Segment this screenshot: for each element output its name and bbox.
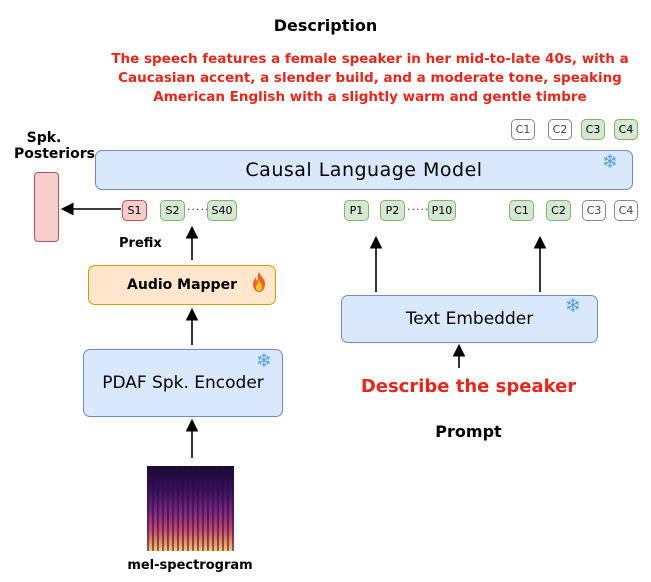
caption-token-c3: C3 xyxy=(582,200,606,221)
prompt-token-p10: P10 xyxy=(428,200,456,221)
text-embedder-label: Text Embedder xyxy=(405,309,534,329)
speaker-token-s1: S1 xyxy=(122,200,147,221)
output-token-c4: C4 xyxy=(614,119,638,140)
causal-lm-label: Causal Language Model xyxy=(245,159,483,181)
text-embedder-block: Text Embedder xyxy=(341,295,598,343)
audio-mapper-label: Audio Mapper xyxy=(127,277,237,293)
prompt-text: Describe the speaker xyxy=(360,376,577,397)
output-token-c2: C2 xyxy=(548,119,572,140)
prefix-label: Prefix xyxy=(119,236,162,251)
caption-token-c4: C4 xyxy=(614,200,638,221)
prompt-token-p2: P2 xyxy=(380,200,405,221)
mel-spectrogram-image xyxy=(147,466,234,551)
spk-posteriors-label: Spk. Posteriors xyxy=(14,130,95,162)
snowflake-icon: ❄ xyxy=(256,350,272,372)
spk-posteriors-vector xyxy=(34,172,59,242)
speaker-token-s2: S2 xyxy=(160,200,185,221)
description-title: Description xyxy=(273,16,378,35)
audio-mapper-block: Audio Mapper xyxy=(88,265,276,305)
pdaf-spk-encoder-block: PDAF Spk. Encoder xyxy=(83,349,283,417)
output-token-c1: C1 xyxy=(511,119,535,140)
output-token-c3: C3 xyxy=(581,119,605,140)
prompt-token-p1: P1 xyxy=(344,200,369,221)
spk-encoder-label: PDAF Spk. Encoder xyxy=(102,373,264,393)
prompt-label: Prompt xyxy=(435,422,502,441)
causal-language-model-block: Causal Language Model xyxy=(95,150,633,190)
caption-token-c1: C1 xyxy=(509,200,534,221)
caption-token-c2: C2 xyxy=(546,200,571,221)
speaker-token-s40: S40 xyxy=(207,200,237,221)
mel-spectrogram-label: mel-spectrogram xyxy=(127,558,253,573)
snowflake-icon: ❄ xyxy=(602,151,618,173)
description-text: The speech features a female speaker in … xyxy=(111,51,629,105)
fire-icon xyxy=(253,272,265,292)
snowflake-icon: ❄ xyxy=(565,295,581,317)
